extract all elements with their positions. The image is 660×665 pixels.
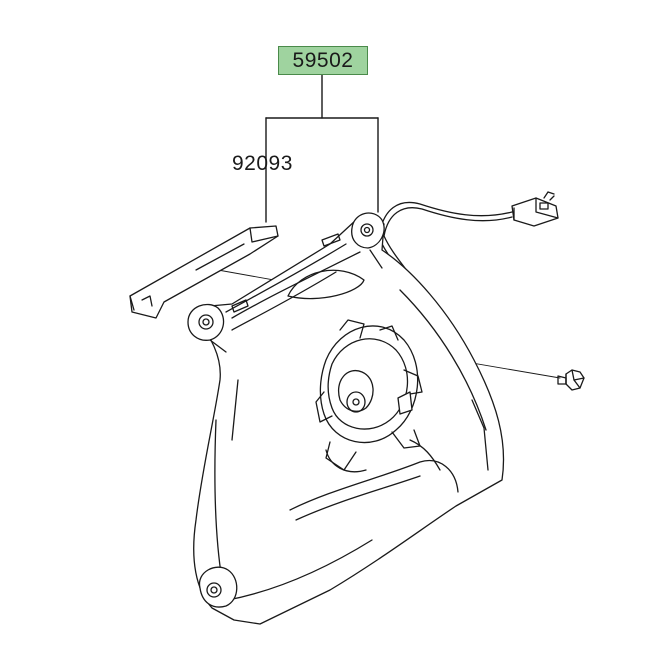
fan-motor xyxy=(315,319,441,473)
part-number-59502: 59502 xyxy=(278,46,368,75)
bolt xyxy=(557,369,585,391)
part-number-92093: 92093 xyxy=(232,152,293,175)
wire-connector xyxy=(511,191,559,227)
bracket-92093 xyxy=(129,225,279,319)
